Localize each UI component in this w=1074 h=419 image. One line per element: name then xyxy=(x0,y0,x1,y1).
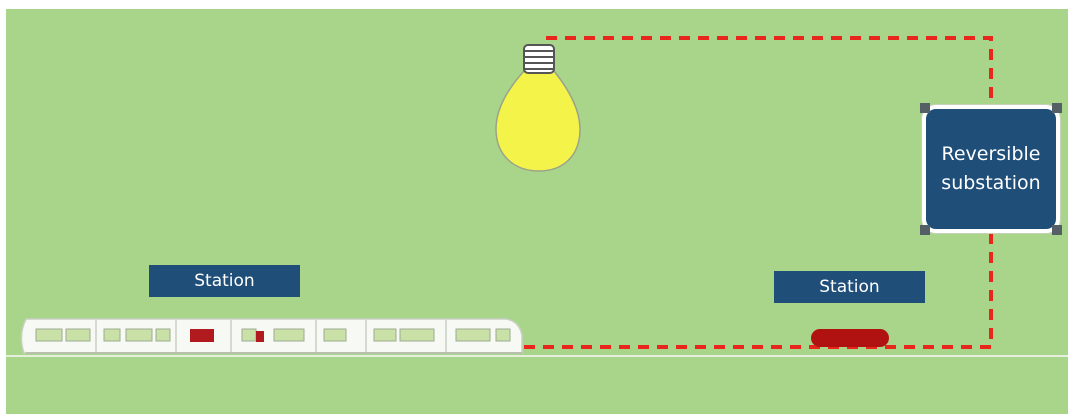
station-label-right: Station xyxy=(774,271,925,303)
corner-marker xyxy=(920,225,930,235)
track-line xyxy=(6,355,1068,357)
corner-marker xyxy=(1052,103,1062,113)
substation-label-line2: substation xyxy=(941,169,1040,198)
tram-train-icon xyxy=(21,319,522,353)
reversible-substation-box: Reversible substation xyxy=(922,105,1060,233)
corner-marker xyxy=(1052,225,1062,235)
station-label-left: Station xyxy=(149,265,300,297)
diagram-canvas xyxy=(6,9,1068,414)
substation-label-line1: Reversible xyxy=(942,140,1041,169)
bulb-socket xyxy=(524,45,554,73)
diagram-scene: Station Station Reversible substation xyxy=(6,9,1068,414)
corner-marker xyxy=(920,103,930,113)
braking-resistor-icon xyxy=(811,329,889,347)
